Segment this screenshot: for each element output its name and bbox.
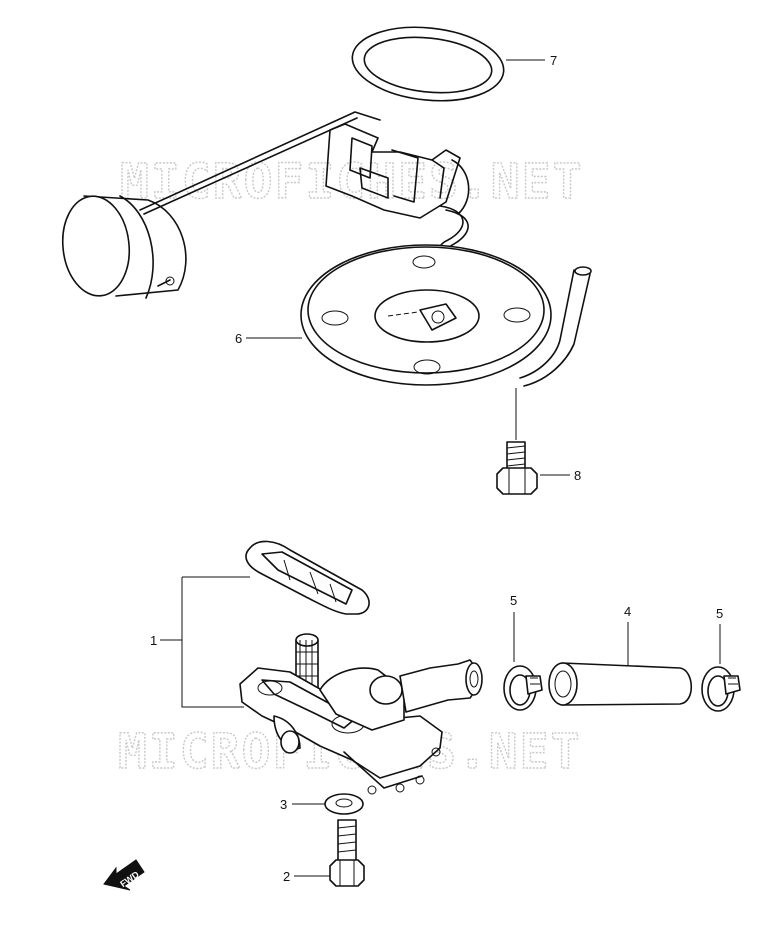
fuel-cock-icon[interactable] [239, 540, 483, 795]
callout-8: 8 [574, 468, 581, 483]
callout-7: 7 [550, 53, 557, 68]
watermark-top: MICROFICHES.NET [120, 154, 583, 210]
forward-arrow-icon: FWD [103, 859, 145, 891]
callout-5b: 5 [716, 606, 723, 621]
callout-4: 4 [624, 604, 631, 619]
callout-6: 6 [235, 331, 242, 346]
callout-2: 2 [283, 869, 290, 884]
leader-lines [160, 59, 721, 877]
leader-1 [160, 576, 250, 708]
hose-clamp-icon[interactable] [503, 665, 543, 711]
fuel-hose-icon[interactable] [548, 662, 693, 706]
washer-icon[interactable] [324, 793, 364, 815]
bolt-icon[interactable] [329, 819, 365, 887]
callout-3: 3 [280, 797, 287, 812]
hose-clamp-icon[interactable] [701, 666, 741, 712]
bolt-icon[interactable] [496, 441, 538, 495]
callout-1: 1 [150, 633, 157, 648]
o-ring-icon[interactable] [349, 20, 508, 107]
fuel-gauge-float-icon[interactable] [58, 111, 592, 387]
callout-5a: 5 [510, 593, 517, 608]
